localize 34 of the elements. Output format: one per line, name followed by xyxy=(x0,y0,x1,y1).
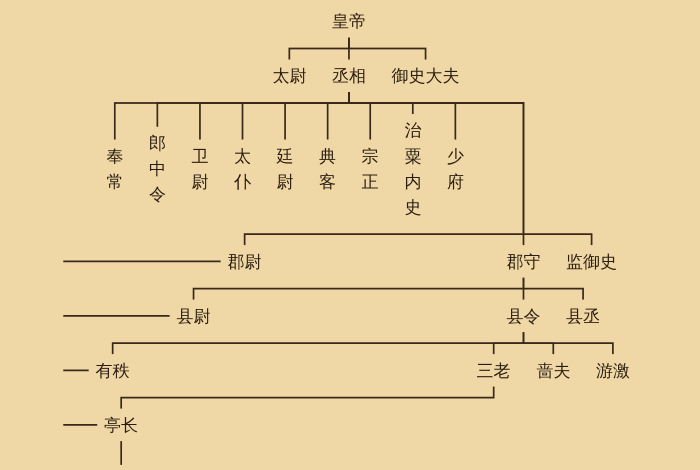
node-text: 御史大夫 xyxy=(392,66,460,86)
node-text: 游激 xyxy=(596,360,630,381)
node-text: 郡尉 xyxy=(228,251,262,272)
connector xyxy=(120,386,495,409)
node-text: 有秩 xyxy=(96,360,130,381)
connector xyxy=(522,278,584,300)
node-text: 县丞 xyxy=(566,306,600,326)
node-text: 啬夫 xyxy=(536,360,570,381)
node-text: 典客 xyxy=(319,146,336,192)
node-text: 亭长 xyxy=(104,414,138,436)
node-text: 廷尉 xyxy=(276,146,294,192)
node-text: 太尉 xyxy=(272,66,306,86)
connector xyxy=(63,260,221,262)
node-text: 奉常 xyxy=(106,146,124,192)
connector xyxy=(522,332,614,354)
connector xyxy=(120,441,122,465)
node-text: 县令 xyxy=(506,306,541,326)
node-text: 郎中令 xyxy=(148,132,166,204)
node-text: 皇帝 xyxy=(332,11,366,32)
connector xyxy=(348,92,592,246)
connector xyxy=(63,315,170,317)
node-text: 少府 xyxy=(446,146,464,192)
node-text: 郡守 xyxy=(506,251,541,272)
connector xyxy=(63,370,89,372)
node-text: 丞相 xyxy=(332,66,366,86)
node-text: 三老 xyxy=(476,360,511,381)
node-text: 太仆 xyxy=(234,146,252,192)
node-text: 县尉 xyxy=(176,306,211,326)
node-text: 卫尉 xyxy=(191,146,208,192)
node-text: 治粟内史 xyxy=(404,120,422,218)
connector xyxy=(63,424,98,426)
node-text: 宗正 xyxy=(362,146,379,192)
node-text: 监御史 xyxy=(566,251,618,272)
connector xyxy=(348,37,426,60)
